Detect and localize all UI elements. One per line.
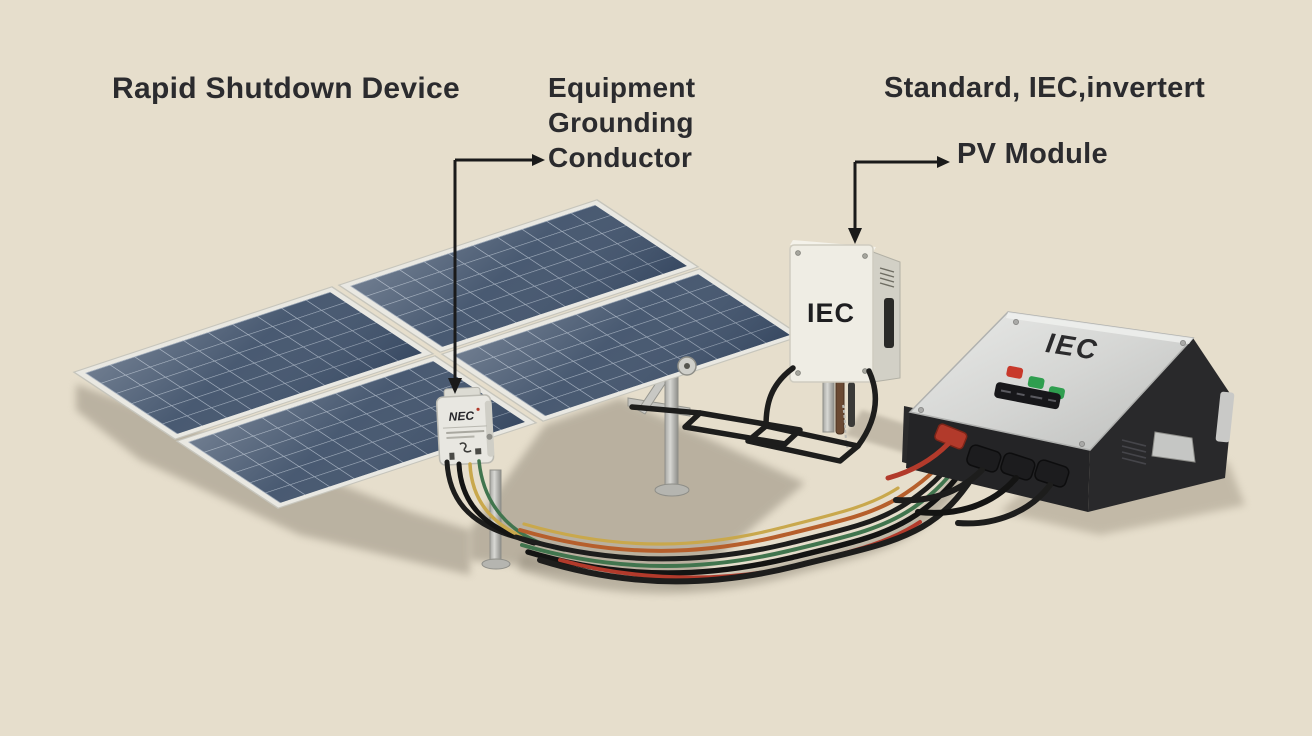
pv-arrowhead-down bbox=[848, 228, 862, 244]
device-icon-2 bbox=[475, 448, 482, 455]
grounding-arrowhead-right bbox=[532, 154, 545, 166]
label-standard-iec-inverter: Standard, IEC,invertert bbox=[884, 72, 1206, 104]
inverter-display bbox=[994, 382, 1061, 410]
inverter-foot bbox=[1151, 431, 1196, 463]
inverter-cable-black-2 bbox=[915, 475, 1019, 516]
solar-panel-front-right bbox=[440, 268, 803, 422]
junction-box-screws bbox=[795, 250, 868, 376]
frame-clamp-bolt bbox=[684, 363, 690, 369]
device-text-line-2 bbox=[446, 435, 475, 439]
device-divider bbox=[442, 425, 487, 429]
junction-box-cable-right bbox=[855, 368, 879, 449]
solar-panel-back-left bbox=[72, 286, 435, 440]
grounding-rod-2 bbox=[848, 382, 855, 427]
bundle-black-top bbox=[513, 447, 963, 562]
leg-foot bbox=[654, 483, 690, 497]
junction-box-vents bbox=[879, 267, 895, 288]
junction-box-label: IEC bbox=[807, 298, 855, 328]
inverter-display-icons bbox=[1000, 389, 1057, 403]
device-side-connector bbox=[486, 433, 493, 440]
pv-arrowhead-right bbox=[937, 156, 950, 168]
device-label-mark bbox=[476, 407, 480, 411]
inverter-cables bbox=[885, 441, 1053, 527]
inverter: IEC bbox=[885, 311, 1235, 527]
inverter-top-bevel bbox=[1006, 312, 1193, 344]
inverter-led-green-1 bbox=[1027, 376, 1045, 389]
junction-box-cable-left bbox=[763, 365, 796, 429]
device-side bbox=[484, 400, 495, 457]
inverter-cable-red bbox=[885, 441, 951, 481]
device-label: NEC bbox=[448, 409, 474, 424]
device-logo-squiggle bbox=[459, 442, 472, 453]
label-pv-module: PV Module bbox=[957, 138, 1108, 170]
device-text-line bbox=[446, 430, 485, 434]
ground-wire-run bbox=[629, 404, 703, 416]
junction-box-front bbox=[789, 244, 874, 383]
inverter-cable-black-3 bbox=[955, 482, 1053, 527]
ground-wire-loop bbox=[629, 365, 879, 464]
inverter-cable-black-1 bbox=[893, 467, 985, 504]
annotation-arrows bbox=[448, 154, 950, 394]
junction-box: IEC bbox=[789, 240, 901, 451]
inverter-right-wedge bbox=[1088, 338, 1233, 512]
grounding-arrowhead-down bbox=[448, 378, 462, 394]
dc-connectors-black bbox=[966, 444, 1070, 488]
bundle-black-mid bbox=[525, 462, 969, 576]
inverter-led-red bbox=[1006, 365, 1024, 379]
bundle-green bbox=[520, 456, 964, 568]
bundle-tan bbox=[522, 486, 900, 546]
inverter-vents bbox=[1121, 439, 1147, 465]
solar-panel-back-right bbox=[337, 199, 700, 353]
bundle-orange bbox=[518, 444, 957, 553]
inverter-side-tab bbox=[1215, 391, 1235, 443]
rapid-shutdown-device: NEC bbox=[435, 386, 495, 466]
label-equipment-grounding-conductor: Equipment Grounding Conductor bbox=[548, 72, 696, 173]
label-rapid-shutdown-device: Rapid Shutdown Device bbox=[112, 72, 461, 105]
inverter-screws bbox=[918, 318, 1187, 447]
device-icon bbox=[449, 452, 455, 460]
front-leg-foot bbox=[481, 558, 511, 570]
junction-box-slot bbox=[884, 298, 894, 348]
